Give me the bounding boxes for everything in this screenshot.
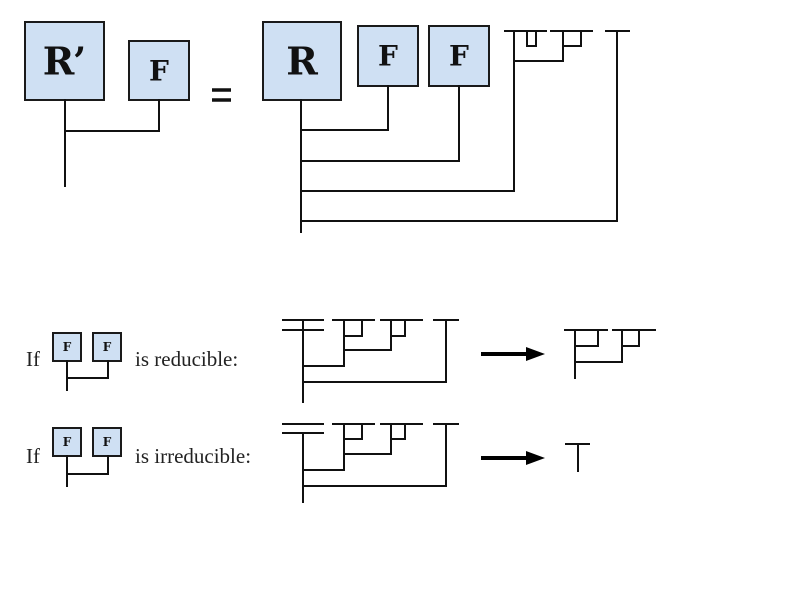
box-r-prime [24, 21, 105, 101]
rule-2-box-f-1 [52, 427, 82, 457]
box-r-label: R [286, 39, 318, 84]
rule-1-lhs-diagram [282, 319, 459, 403]
rule-2-lhs-diagram [282, 423, 459, 503]
rule-1-box-f-2-label: F [103, 340, 112, 354]
equals-sign [212, 88, 231, 102]
rule-2-box-f-2-label: F [103, 435, 112, 449]
wire-t-branch [300, 30, 618, 222]
box-f-label: F [149, 55, 169, 88]
rule-reducible: If F F is reducible: [26, 319, 656, 403]
rule-2-prefix: If [26, 444, 40, 468]
box-f-2-label: F [449, 40, 469, 73]
rule-2-box-f-1-label: F [63, 435, 72, 449]
wire-f1-branch [300, 85, 389, 131]
rule-1-result-diagram [564, 329, 656, 379]
equation-rhs: R F F [262, 21, 630, 233]
rule-1-box-f-1 [52, 332, 82, 362]
rule-irreducible: If F F is irreducible: [26, 423, 590, 503]
combinator-tree-pair [300, 30, 593, 192]
right-arrow-icon [481, 451, 545, 465]
equation-lhs: R’ F [24, 21, 190, 187]
box-f-1-label: F [378, 40, 398, 73]
box-r [262, 21, 342, 101]
rule-1-box-f-1-label: F [63, 340, 72, 354]
rule-1-box-f-2 [92, 332, 122, 362]
rule-1-condition: is reducible: [135, 347, 238, 371]
combinator-t [300, 30, 630, 222]
rule-1-prefix: If [26, 347, 40, 371]
rule-2-condition: is irreducible: [135, 444, 251, 468]
box-r-prime-label: R’ [43, 39, 86, 84]
wire-f-branch [64, 99, 160, 132]
right-arrow-icon [481, 347, 545, 361]
rule-2-result-t [565, 443, 590, 472]
rule-2-box-f-2 [92, 427, 122, 457]
wire-f2-branch [300, 85, 460, 162]
